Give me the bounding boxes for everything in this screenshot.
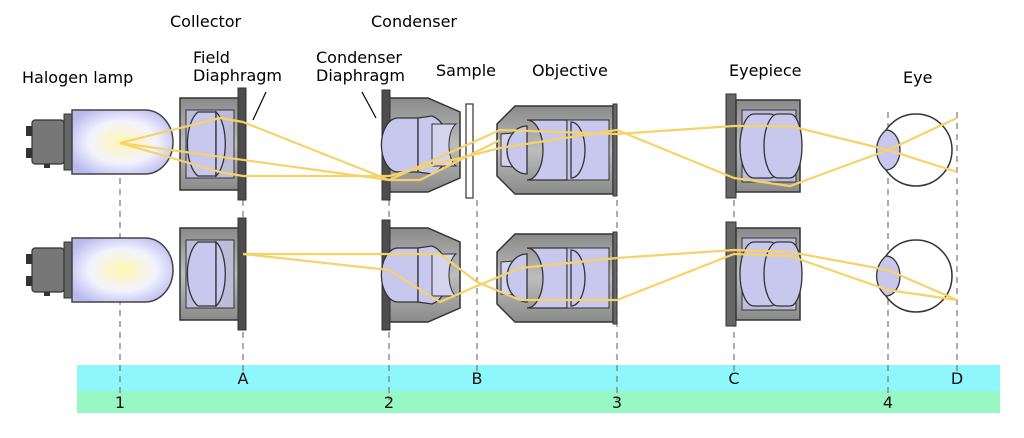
field-diaphragm-label-line2: Diaphragm [193, 66, 282, 85]
bottom-collector [179, 217, 247, 331]
bottom-condenser [380, 219, 461, 331]
top-objective [496, 103, 618, 197]
bottom-objective [496, 231, 618, 325]
top-collector [179, 87, 247, 201]
condenser-diaphragm-pointer [361, 91, 377, 119]
objective-label: Objective [532, 61, 608, 80]
top-lamp [25, 109, 174, 175]
plane-label-C: C [728, 369, 739, 388]
top-condenser [380, 89, 461, 201]
plane-label-D: D [951, 369, 963, 388]
collector-label: Collector [170, 12, 242, 31]
condenser-diaphragm-label-line1: Condenser [316, 48, 402, 67]
plane-label-2: 2 [384, 393, 394, 412]
plane-label-1: 1 [115, 393, 125, 412]
bottom-lamp [25, 237, 174, 303]
condenser-label: Condenser [371, 12, 457, 31]
bottom-light-rays [242, 248, 958, 304]
halogen-lamp-label: Halogen lamp [22, 68, 133, 87]
condenser-diaphragm-label-line2: Diaphragm [316, 66, 405, 85]
sample-label: Sample [436, 61, 496, 80]
eyepiece-label: Eyepiece [729, 61, 802, 80]
eye-label: Eye [903, 68, 932, 87]
plane-band-lettered [77, 365, 1000, 391]
plane-label-B: B [472, 369, 483, 388]
bottom-eyepiece [725, 221, 803, 327]
plane-label-3: 3 [612, 393, 622, 412]
plane-label-4: 4 [883, 393, 893, 412]
plane-label-A: A [238, 369, 249, 388]
plane-band-numbered [77, 391, 1000, 413]
field-diaphragm-label-line1: Field [193, 48, 230, 67]
top-sample-slide [465, 103, 474, 199]
top-light-rays [119, 116, 958, 188]
field-diaphragm-pointer [252, 91, 267, 121]
